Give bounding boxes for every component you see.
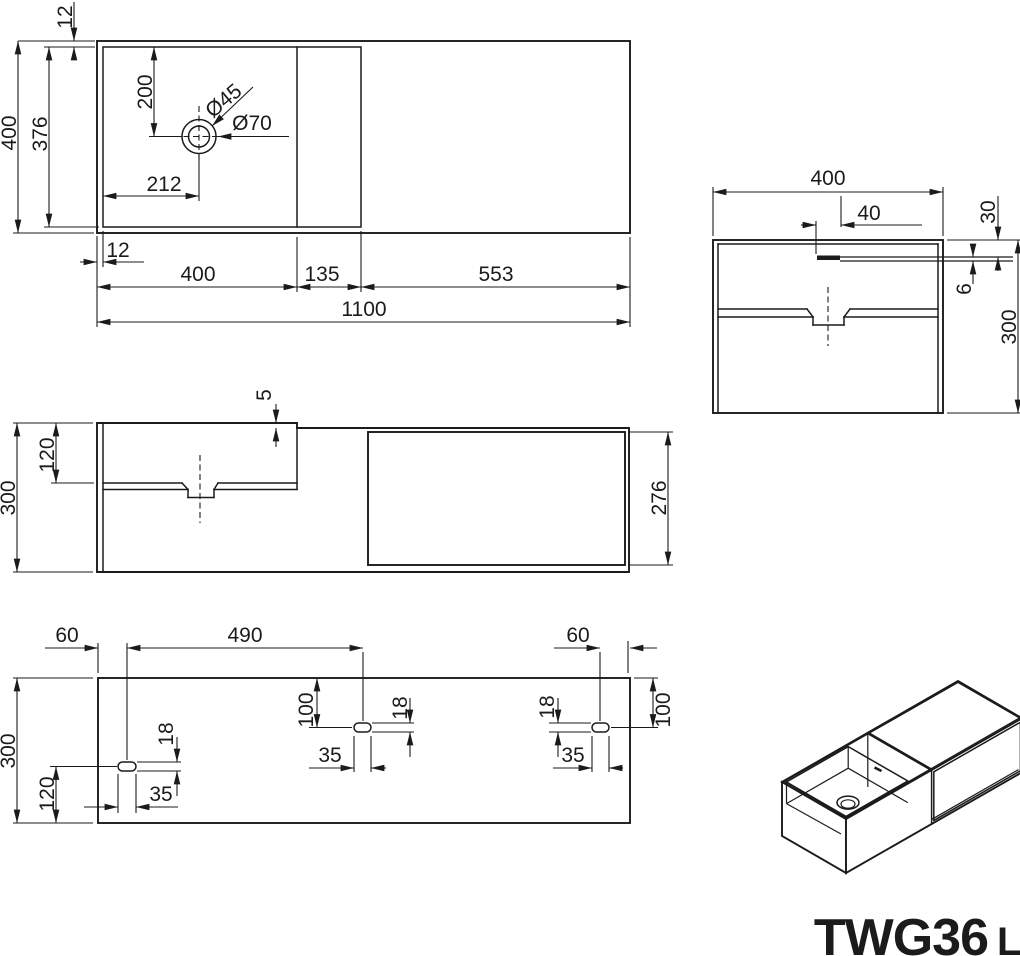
- dim-front-height: 300: [0, 480, 20, 515]
- dim-deck-step: 5: [253, 389, 276, 401]
- iso-basin-opening: [784, 745, 910, 818]
- dim-top-inner-depth: 376: [29, 116, 52, 151]
- dim-top-depth: 400: [0, 115, 21, 150]
- dim-overflow-height: 6: [953, 283, 976, 295]
- dim-slot-left-width: 18: [155, 722, 178, 745]
- dim-slot-mid-from-back: 100: [295, 692, 318, 727]
- dim-basin-width: 400: [180, 263, 215, 286]
- dim-slot-right-offset: 60: [566, 624, 589, 647]
- variant-label: L: [997, 920, 1020, 956]
- dim-total-width: 1100: [341, 298, 386, 321]
- dim-bottom-depth: 300: [0, 733, 20, 768]
- front-view: 300 120 5 276: [0, 389, 673, 573]
- top-view: 12 400 376 200 212 Ø45 Ø70 12: [0, 2, 631, 327]
- side-view: 400 40 30 6 300: [712, 167, 1020, 414]
- dim-top-inset-top: 12: [54, 5, 77, 28]
- dim-side-height: 300: [998, 309, 1020, 344]
- isometric-view: [780, 679, 1020, 875]
- mount-slot-left: [117, 761, 137, 772]
- iso-overflow-slot: [873, 766, 883, 773]
- title-block: TWG36 L: [814, 909, 1020, 956]
- dim-opening-height: 276: [648, 480, 671, 515]
- shelf-opening-front: [367, 431, 626, 566]
- dim-slot-mid-length: 35: [318, 744, 341, 767]
- iso-drain-outer: [836, 795, 860, 810]
- dim-slot-right-length: 35: [561, 744, 584, 767]
- dim-bowl-depth: 120: [36, 437, 59, 472]
- bottom-view: 60 490 60 300 120 18 35 100: [0, 624, 675, 824]
- iso-front-face: [845, 718, 1020, 875]
- dim-hole-offset-x: 212: [146, 173, 181, 196]
- dim-shelf-width: 553: [478, 263, 513, 286]
- dim-hole-offset-y: 200: [134, 74, 157, 109]
- dim-hole-diameter-big: Ø70: [232, 112, 272, 135]
- dim-overflow-width: 40: [857, 202, 880, 225]
- dim-slot-spacing: 490: [227, 624, 262, 647]
- overflow-slot: [817, 255, 840, 260]
- dim-slot-left-length: 35: [149, 783, 172, 806]
- mount-slot-right: [591, 722, 610, 733]
- dim-slot-left-offset: 60: [55, 624, 78, 647]
- model-label: TWG36: [814, 909, 988, 956]
- dim-middle-width: 135: [304, 263, 339, 286]
- dim-slot-left-from-front: 120: [36, 776, 59, 811]
- iso-shelf-opening: [933, 721, 1020, 822]
- dim-overflow-from-top: 30: [977, 200, 1000, 223]
- mount-slot-middle: [353, 722, 372, 733]
- dim-slot-right-from-back: 100: [652, 692, 675, 727]
- dim-slot-right-width: 18: [536, 695, 559, 718]
- dim-slot-mid-width: 18: [389, 696, 412, 719]
- dim-side-depth: 400: [810, 167, 845, 190]
- iso-drain-inner: [840, 799, 856, 809]
- dim-top-inset-left: 12: [106, 239, 129, 262]
